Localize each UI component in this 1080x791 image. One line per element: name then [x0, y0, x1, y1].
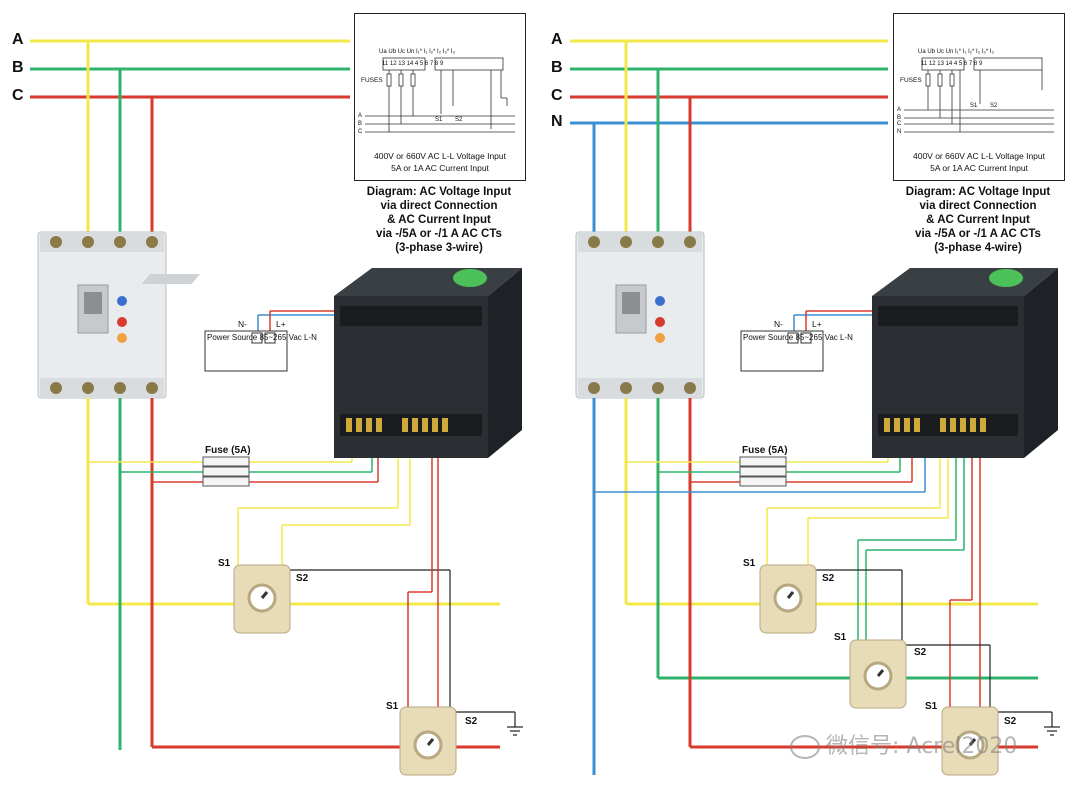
right-diagram-caption: Diagram: AC Voltage Input via direct Con… — [905, 186, 1051, 254]
right-phase-label-n: N — [551, 113, 563, 130]
left-inset-ct-s1: S1 — [435, 117, 443, 123]
right-inset-terminal-labels: Ua Ub Uc Un I₁* I₁ I₂* I₂ I₃* I₃ — [918, 49, 994, 55]
wechat-watermark: 微信号: Acrel2020 — [790, 728, 1017, 760]
right-ct-c-s1: S1 — [925, 701, 938, 712]
right-ct-a-s1: S1 — [743, 558, 756, 569]
left-ground-icon — [507, 726, 523, 736]
left-circuit-breaker — [37, 231, 167, 399]
left-ct-c-s1: S1 — [386, 701, 399, 712]
left-inset-line-a: A — [358, 113, 363, 119]
right-diagram — [570, 39, 1060, 776]
watermark-text: 微信号: Acrel2020 — [826, 734, 1018, 759]
left-power-meter — [141, 268, 522, 458]
right-ct-a — [759, 564, 817, 634]
right-phase-label-b: B — [551, 59, 563, 76]
right-inset-voltage-text: 400V or 660V AC L-L Voltage Input — [912, 151, 1045, 161]
left-inset-fuses-label: FUSES — [361, 77, 383, 84]
right-wiring-inset: Ua Ub Uc Un I₁* I₁ I₂* I₂ I₃* I₃ 11 12 1… — [893, 13, 1065, 181]
right-ct-b-s2: S2 — [914, 647, 927, 658]
right-power-l-label: L+ — [812, 319, 822, 329]
left-inset-terminal-labels: Ua Ub Uc Un I₁* I₁ I₂* I₂ I₃* I₃ — [379, 49, 455, 55]
right-inset-fuses-label: FUSES — [900, 77, 922, 84]
left-power-source-label: Power Source 85~265 Vac L-N — [207, 333, 317, 342]
right-fuses — [739, 456, 787, 487]
right-inset-terminal-numbers: 11 12 13 14 4 5 6 7 8 9 — [921, 61, 983, 67]
right-power-source-label: Power Source 85~265 Vac L-N — [743, 333, 853, 342]
left-phase-label-a: A — [12, 31, 24, 48]
right-ct-a-s2: S2 — [822, 573, 835, 584]
left-diagram-caption: Diagram: AC Voltage Input via direct Con… — [366, 186, 512, 254]
right-phase-label-c: C — [551, 87, 563, 104]
right-power-n-label: N- — [774, 319, 783, 329]
right-ct-c-s2: S2 — [1004, 716, 1017, 727]
right-inset-ct-s2: S2 — [990, 103, 998, 109]
left-ct-a — [233, 564, 291, 634]
left-ct-c — [399, 706, 457, 776]
right-ct-b — [849, 639, 907, 709]
left-inset-line-c: C — [358, 129, 363, 135]
right-ct-c — [941, 706, 999, 776]
left-power-n-label: N- — [238, 319, 247, 329]
left-phase-label-b: B — [12, 59, 24, 76]
left-inset-line-b: B — [358, 121, 363, 127]
right-circuit-breaker — [575, 231, 705, 399]
right-power-meter — [872, 268, 1058, 458]
right-inset-current-text: 5A or 1A AC Current Input — [930, 163, 1028, 173]
right-inset-line-a: A — [897, 107, 902, 113]
left-wiring-inset: Ua Ub Uc Un I₁* I₁ I₂* I₂ I₃* I₃ 11 12 1… — [354, 13, 526, 181]
left-fuses — [202, 456, 250, 487]
left-inset-voltage-text: 400V or 660V AC L-L Voltage Input — [373, 151, 506, 161]
left-ct-c-s2: S2 — [465, 716, 478, 727]
left-fuse-label: Fuse (5A) — [205, 445, 251, 456]
right-inset-ct-s1: S1 — [970, 103, 978, 109]
right-inset-line-c: C — [897, 121, 902, 127]
right-ground-icon — [1044, 726, 1060, 736]
left-inset-ct-s2: S2 — [455, 117, 463, 123]
left-ct-a-s1: S1 — [218, 558, 231, 569]
right-ct-b-s1: S1 — [834, 632, 847, 643]
left-phase-label-c: C — [12, 87, 24, 104]
left-power-l-label: L+ — [276, 319, 286, 329]
wechat-icon — [790, 735, 820, 759]
right-inset-schematic — [904, 57, 1054, 133]
right-inset-line-b: B — [897, 115, 902, 121]
left-inset-schematic — [365, 57, 515, 133]
right-phase-label-a: A — [551, 31, 563, 48]
left-inset-terminal-numbers: 11 12 13 14 4 5 6 7 8 9 — [382, 61, 444, 67]
right-inset-line-n: N — [897, 129, 902, 135]
left-inset-current-text: 5A or 1A AC Current Input — [391, 163, 489, 173]
right-fuse-label: Fuse (5A) — [742, 445, 788, 456]
left-ct-a-s2: S2 — [296, 573, 309, 584]
left-diagram — [30, 39, 523, 776]
